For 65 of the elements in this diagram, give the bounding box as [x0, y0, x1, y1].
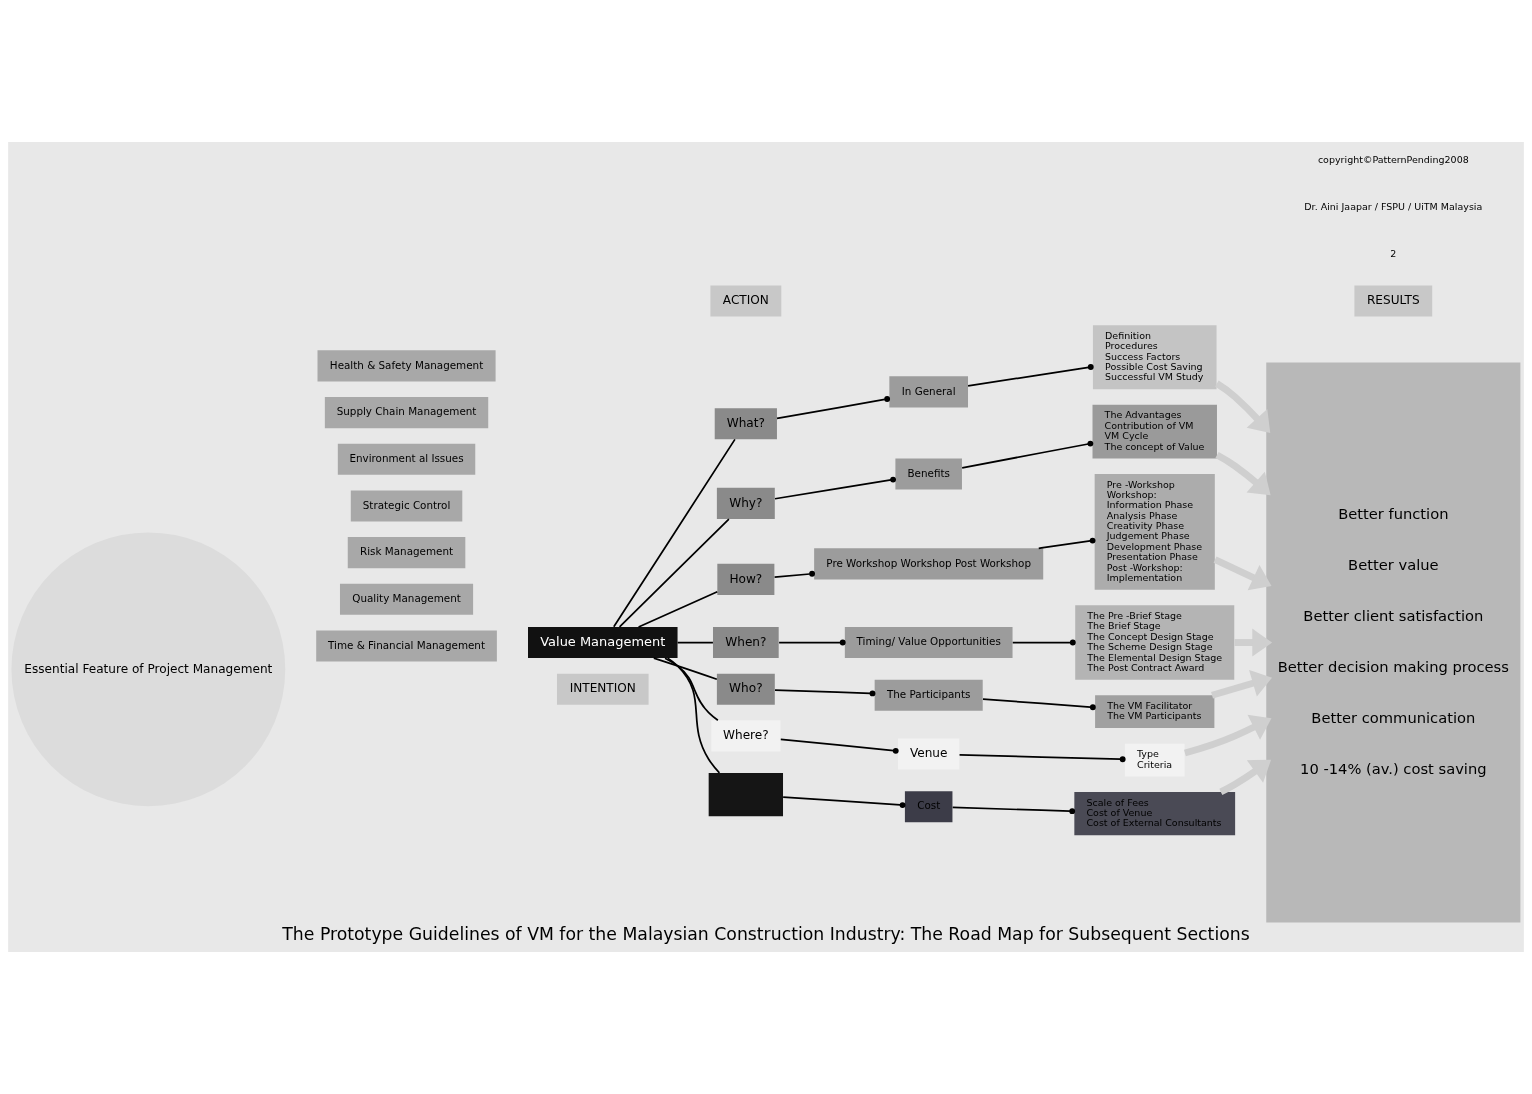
node-box: Definition Procedures Success Factors Possible Cost Saving Successful VM Study — [1092, 325, 1217, 390]
connector — [958, 754, 1126, 763]
node-box: What? — [714, 408, 777, 440]
node-box: The Advantages Contribution of VM VM Cycle The concept of Value — [1092, 404, 1217, 459]
node-box: Timing/ Value Opportunities — [844, 626, 1013, 659]
node-box: INTENTION — [556, 673, 649, 705]
connector — [773, 570, 815, 578]
connector — [774, 689, 876, 697]
node-box: Pre -Workshop Workshop: Information Phase Analysis Phase Creativity Phase Judgement Phase Development Phase Presentation Phase Post -Workshop: Implementation — [1094, 473, 1215, 590]
connector — [664, 657, 719, 722]
connector — [652, 657, 718, 681]
node-box: In General — [889, 376, 968, 408]
connector — [666, 657, 721, 774]
node-box: Who? — [716, 673, 775, 705]
connector — [676, 641, 714, 644]
node-box: Supply Chain Management — [324, 397, 489, 429]
connector — [774, 476, 896, 500]
node-box: Value Management — [528, 626, 678, 659]
connector — [982, 698, 1096, 711]
connector — [1011, 639, 1076, 646]
node-box: When? — [713, 626, 779, 659]
connector — [951, 806, 1076, 815]
connector — [967, 364, 1094, 387]
connector — [778, 639, 846, 646]
arrow — [1213, 556, 1272, 591]
node-box: How? — [717, 563, 775, 595]
connector — [961, 440, 1094, 469]
node-box: Scale of Fees Cost of Venue Cost of External Consultants — [1074, 792, 1236, 836]
node-box: The Pre -Brief Stage The Brief Stage The Concept Design Stage The Scheme Design Stage The Elemental Design Stage The Post Contract Award — [1075, 605, 1235, 680]
arrow — [1211, 669, 1272, 699]
node-box — [708, 773, 783, 817]
connector — [637, 590, 719, 628]
node-box: ACTION — [710, 285, 782, 317]
node-box: Why? — [716, 487, 775, 519]
node-box: Quality Management — [340, 583, 474, 615]
node-box: Benefits — [895, 458, 962, 490]
node-box: Type Criteria — [1124, 743, 1185, 777]
label: 2 — [1390, 247, 1397, 259]
arrow — [1219, 759, 1272, 796]
node-box: Pre Workshop Workshop Post Workshop — [814, 548, 1044, 580]
arrow — [1215, 380, 1271, 434]
node-box: The Participants — [874, 679, 983, 711]
connector — [776, 396, 891, 420]
node-box: Time & Financial Management — [316, 630, 497, 662]
connector — [779, 738, 899, 754]
node-box: Environment al Issues — [337, 443, 476, 475]
connector — [1037, 537, 1096, 550]
node-box: Risk Management — [347, 537, 466, 569]
node-box: Venue — [898, 738, 960, 770]
connector — [618, 518, 730, 628]
arrow — [1234, 628, 1273, 657]
node-box: RESULTS — [1354, 285, 1433, 317]
node-box: The VM Facilitator The VM Participants — [1095, 695, 1215, 729]
diagram-title: The Prototype Guidelines of VM for the Malaysian Construction Industry: The Road Map for Subsequent Sections — [282, 923, 1250, 944]
connector — [782, 796, 906, 809]
arrow — [1184, 714, 1272, 757]
label: copyright©PatternPending2008 — [1317, 154, 1469, 166]
node-box: Strategic Control — [350, 490, 463, 522]
node-box: Health & Safety Management — [317, 350, 496, 382]
node-box: Better function Better value Better client satisfaction Better decision making process Better communication 10 -14% (av.) cost saving — [1266, 362, 1521, 923]
label: Dr. Aini Jaapar / FSPU / UiTM Malaysia — [1304, 201, 1483, 213]
connector — [612, 438, 736, 628]
node-box: Cost — [904, 791, 953, 823]
node-box: Where? — [711, 720, 781, 752]
arrow — [1215, 452, 1271, 496]
